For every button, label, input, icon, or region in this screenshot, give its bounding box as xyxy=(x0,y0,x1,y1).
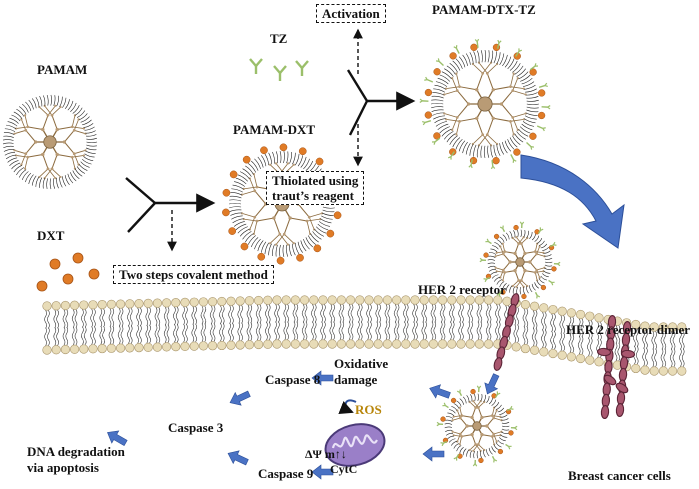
mitochondria xyxy=(324,399,386,467)
thiolated-line-1: Thiolated using xyxy=(272,173,359,188)
dxt-particles xyxy=(36,252,100,292)
label-delta-psi: ΔΨ m↑↓ xyxy=(305,447,347,461)
label-her2-dimer: HER 2 receptor dimer xyxy=(566,322,691,337)
label-pamam-dtx-tz: PAMAM-DTX-TZ xyxy=(432,2,536,17)
label-breast-cancer: Breast cancer cells xyxy=(568,468,671,483)
thiolated-line-2: traut’s reagent xyxy=(272,188,354,203)
reaction-arrow-1 xyxy=(125,177,216,233)
curved-transport-arrow xyxy=(520,154,625,249)
her2-receptors xyxy=(493,293,636,420)
two-steps-box: Two steps covalent method xyxy=(113,265,274,284)
label-pamam: PAMAM xyxy=(37,62,88,77)
label-caspase-9: Caspase 9 xyxy=(258,466,314,481)
reaction-arrow-2 xyxy=(346,69,416,136)
label-oxidative-1: Oxidative xyxy=(334,356,389,371)
label-caspase-3: Caspase 3 xyxy=(168,420,224,435)
label-pamam-dxt: PAMAM-DXT xyxy=(233,122,316,137)
label-her2-receptor: HER 2 receptor xyxy=(418,282,506,297)
pathway-arrows xyxy=(107,370,500,480)
label-dna-1: DNA degradation xyxy=(27,444,125,459)
label-cytc: CytC xyxy=(330,462,358,476)
label-tz: TZ xyxy=(270,31,288,46)
label-dna-2: via apoptosis xyxy=(27,460,99,475)
tz-antibodies xyxy=(249,58,309,81)
activation-box: Activation xyxy=(316,4,386,23)
dendrimer-group xyxy=(2,38,561,467)
label-ros: ROS xyxy=(355,402,382,417)
label-oxidative-2: damage xyxy=(334,372,378,387)
label-dxt: DXT xyxy=(37,228,65,243)
label-caspase-8: Caspase 8 xyxy=(265,372,321,387)
thiolated-box: Thiolated using traut’s reagent xyxy=(266,171,365,205)
